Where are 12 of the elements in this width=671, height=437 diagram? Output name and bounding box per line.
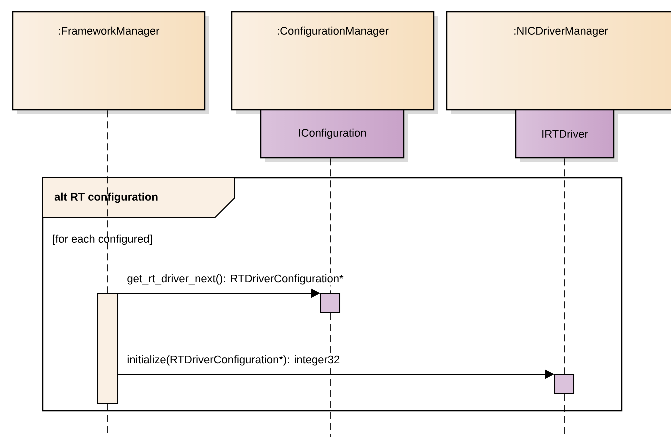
activation-bar	[320, 294, 340, 314]
lifeline-box: :FrameworkManager	[12, 11, 209, 114]
lifeline	[564, 158, 565, 375]
lifeline-box: :NICDriverManager	[446, 11, 671, 114]
lifeline-box: :ConfigurationManager	[231, 11, 438, 114]
message-label: get_rt_driver_next(): RTDriverConfiguration*	[126, 274, 345, 286]
message-label: initialize(RTDriverConfiguration*): integer32	[126, 354, 342, 367]
activation-bar	[554, 374, 574, 394]
interface-box: IConfiguration	[260, 109, 408, 162]
lifeline	[330, 158, 331, 294]
activation-bar	[98, 294, 118, 404]
interface-box: IRTDriver	[515, 109, 618, 162]
